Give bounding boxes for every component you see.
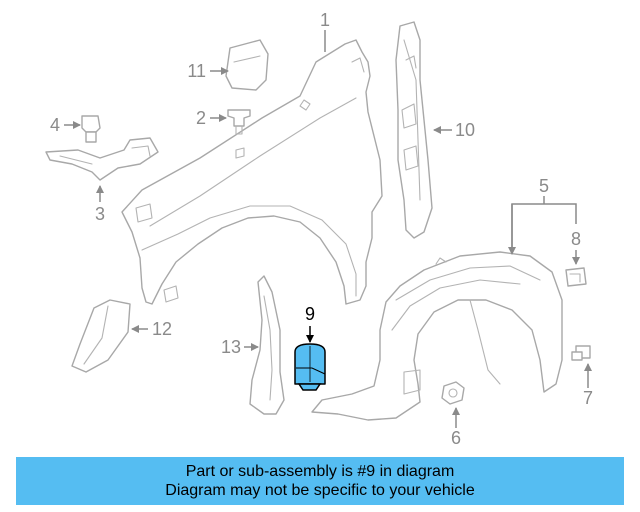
callout-5: 5 (539, 176, 549, 196)
bolt-part-4[interactable] (81, 115, 101, 143)
cover-part-11[interactable] (225, 39, 269, 91)
callout-11: 11 (187, 61, 206, 81)
callout-2: 2 (196, 108, 206, 128)
callout-8: 8 (571, 229, 581, 249)
panel-part-12[interactable] (71, 299, 131, 373)
bracket-part-10[interactable] (395, 21, 433, 239)
shield-part-9-highlighted[interactable] (294, 343, 326, 391)
callout-3: 3 (95, 204, 105, 224)
fender-part-1[interactable] (121, 39, 383, 305)
fastener-part-7[interactable] (571, 345, 591, 361)
callout-7: 7 (583, 388, 593, 408)
callout-labels: 1 11 2 4 3 10 5 8 12 13 7 6 9 (50, 10, 593, 448)
callout-1: 1 (320, 10, 330, 30)
banner-line-1: Part or sub-assembly is #9 in diagram (185, 463, 455, 480)
parts-diagram: 1 11 2 4 3 10 5 8 12 13 7 6 9 (45, 10, 593, 448)
callout-6: 6 (451, 428, 461, 448)
callout-4: 4 (50, 115, 60, 135)
callout-9: 9 (305, 304, 315, 324)
bracket-part-3[interactable] (45, 137, 159, 181)
strip-part-13[interactable] (249, 275, 285, 415)
callout-13: 13 (221, 337, 241, 357)
info-banner: Part or sub-assembly is #9 in diagram Di… (16, 457, 624, 505)
banner-line-2: Diagram may not be specific to your vehi… (165, 482, 475, 499)
callout-12: 12 (152, 319, 172, 339)
callout-10: 10 (455, 120, 475, 140)
clip-part-2[interactable] (227, 109, 251, 135)
bolt-part-6[interactable] (441, 381, 465, 405)
clip-part-8[interactable] (565, 267, 587, 287)
leader-lines (64, 30, 592, 428)
liner-part-5[interactable] (311, 251, 563, 421)
